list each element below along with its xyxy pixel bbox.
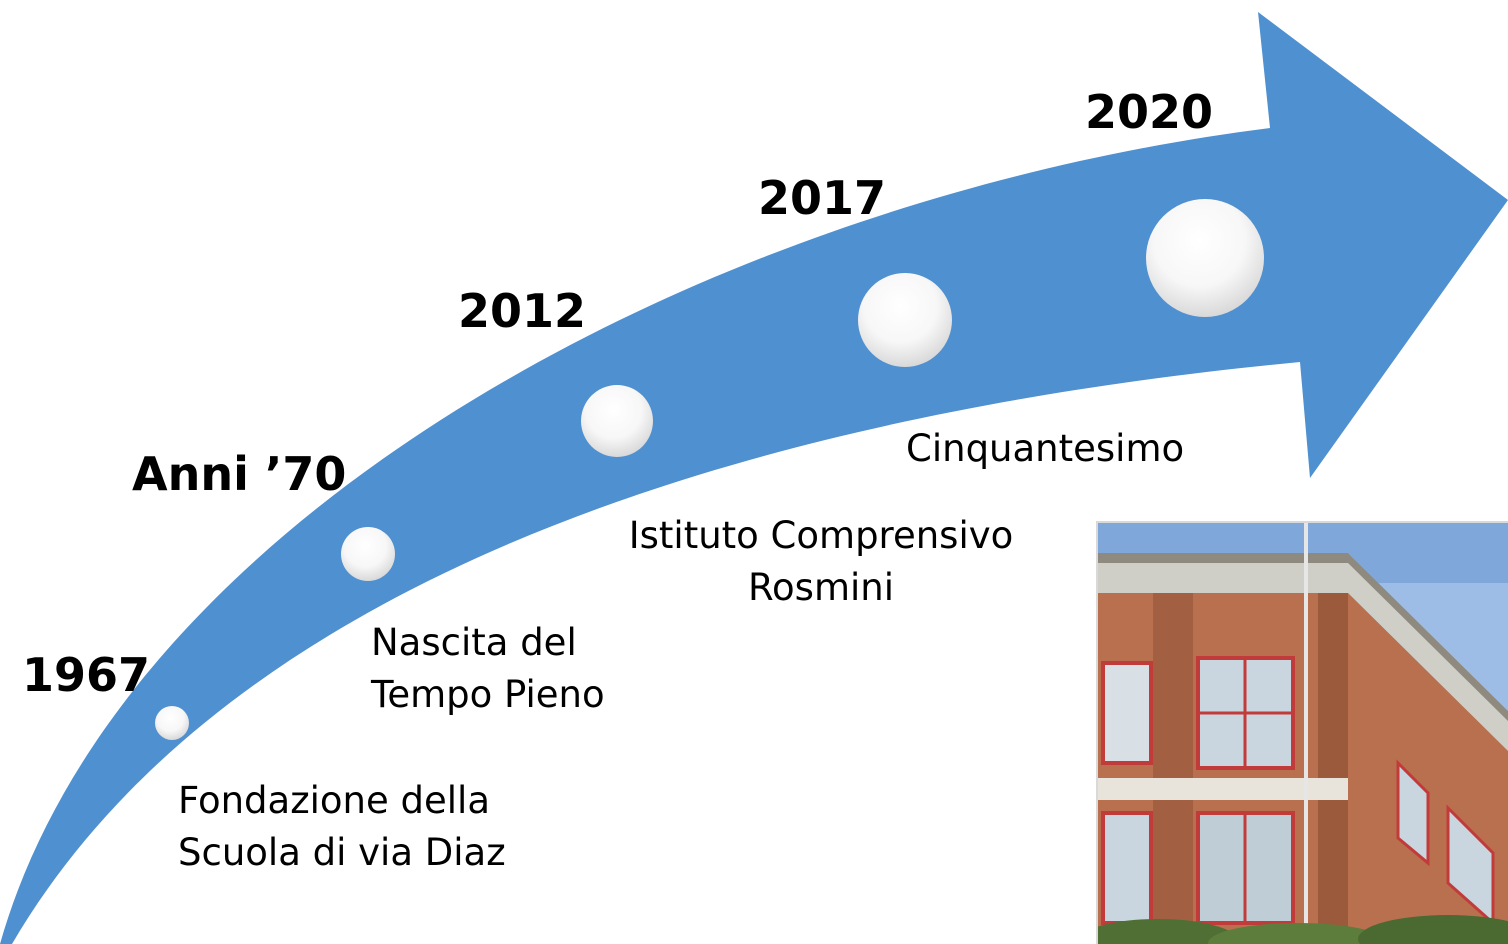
timeline-arrow: [0, 12, 1508, 944]
milestone-dot-2012: [581, 385, 653, 457]
milestone-year-1967: 1967: [22, 648, 151, 702]
milestone-dot-anni-70: [341, 527, 395, 581]
milestone-dot-1967: [155, 706, 189, 740]
caption-line: Fondazione della: [178, 779, 491, 822]
milestone-caption-anni-70: Nascita del Tempo Pieno: [371, 617, 605, 721]
school-building-photo: [1096, 521, 1508, 944]
milestone-caption-2017: Cinquantesimo: [906, 423, 1184, 475]
caption-line: Tempo Pieno: [371, 673, 605, 716]
caption-line: Istituto Comprensivo: [628, 514, 1014, 557]
milestone-dot-2017: [858, 273, 952, 367]
caption-line: Rosmini: [747, 566, 894, 609]
milestone-year-2017: 2017: [758, 171, 887, 225]
milestone-year-anni-70: Anni ’70: [132, 447, 347, 501]
caption-line: Scuola di via Diaz: [178, 831, 506, 874]
milestone-year-2012: 2012: [458, 284, 587, 338]
milestone-year-2020: 2020: [1085, 85, 1214, 139]
caption-line: Nascita del: [371, 621, 577, 664]
milestone-caption-2012: Istituto Comprensivo Rosmini: [616, 510, 1026, 614]
milestone-caption-1967: Fondazione della Scuola di via Diaz: [178, 775, 506, 879]
caption-line: Cinquantesimo: [906, 427, 1185, 470]
milestone-dot-2020: [1146, 199, 1264, 317]
